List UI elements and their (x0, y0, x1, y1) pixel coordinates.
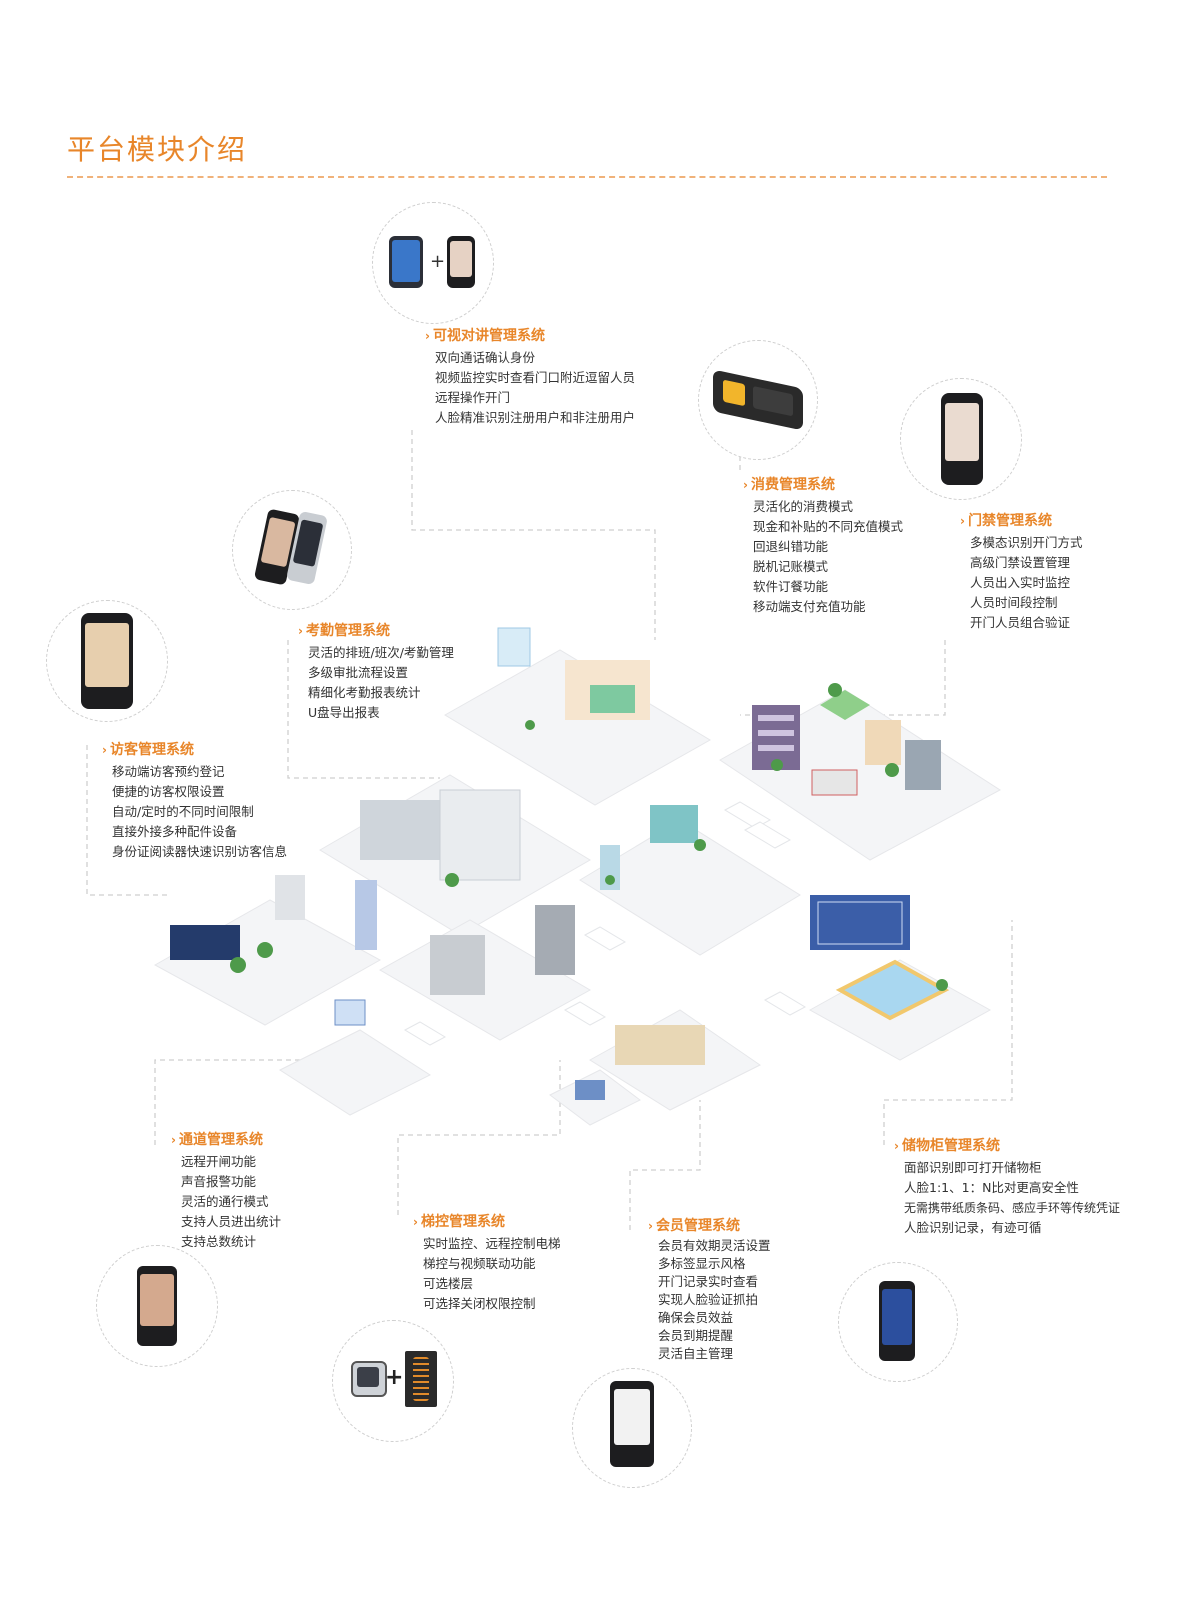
module-item: 支持总数统计 (181, 1234, 257, 1249)
module-elevator: ›梯控管理系统 实时监控、远程控制电梯 梯控与视频联动功能 可选楼层 可选择关闭… (413, 1212, 561, 1314)
module-visitor: ›访客管理系统 移动端访客预约登记 便捷的访客权限设置 自动/定时的不同时间限制… (102, 740, 287, 862)
module-item: 多级审批流程设置 (308, 665, 409, 680)
module-title: 可视对讲管理系统 (432, 328, 545, 344)
module-item: 现金和补贴的不同充值模式 (753, 519, 904, 534)
module-locker: ›储物柜管理系统 面部识别即可打开储物柜 人脸1:1、1：N比对更高安全性 无需… (894, 1136, 1120, 1238)
module-item: 无需携带纸质条码、感应手环等传统凭证 (904, 1201, 1121, 1215)
module-item: 确保会员效益 (658, 1310, 734, 1325)
title-divider (67, 176, 1107, 178)
payment-terminal-icon (713, 369, 803, 431)
channel-face-terminal-icon (137, 1266, 177, 1346)
locker-face-terminal-icon (879, 1281, 915, 1361)
module-item: 人员时间段控制 (970, 595, 1058, 610)
chevron-right-icon: › (743, 478, 748, 492)
module-item: 会员有效期灵活设置 (658, 1238, 771, 1253)
module-title: 考勤管理系统 (305, 623, 390, 639)
intercom-indoor-monitor-icon (389, 236, 423, 288)
module-item: 开门记录实时查看 (658, 1274, 759, 1289)
visitor-face-terminal-icon (81, 613, 133, 709)
module-item: 直接外接多种配件设备 (112, 824, 238, 839)
chevron-right-icon: › (102, 743, 107, 757)
module-item: 高级门禁设置管理 (970, 555, 1071, 570)
module-item: 多模态识别开门方式 (970, 535, 1083, 550)
module-item: 人脸识别记录，有迹可循 (904, 1220, 1042, 1235)
module-item: 实现人脸验证抓拍 (658, 1292, 759, 1307)
module-member: ›会员管理系统 会员有效期灵活设置 多标签显示风格 开门记录实时查看 实现人脸验… (648, 1217, 771, 1363)
module-item: 开门人员组合验证 (970, 615, 1071, 630)
module-item: 便捷的访客权限设置 (112, 784, 225, 799)
module-item: 回退纠错功能 (753, 539, 829, 554)
plus-icon: + (430, 251, 446, 272)
module-title: 梯控管理系统 (420, 1214, 505, 1230)
chevron-right-icon: › (894, 1139, 899, 1153)
door-face-terminal-icon (941, 393, 983, 485)
module-item: 可选楼层 (423, 1276, 474, 1291)
module-title: 访客管理系统 (109, 742, 194, 758)
member-device-circle (572, 1368, 692, 1488)
module-item: 灵活化的消费模式 (753, 499, 854, 514)
module-item: 移动端访客预约登记 (112, 764, 225, 779)
member-face-terminal-icon (610, 1381, 654, 1467)
plus-icon: + (385, 1365, 404, 1390)
elevator-camera-icon (351, 1361, 387, 1397)
module-title: 消费管理系统 (750, 477, 835, 493)
module-item: 灵活自主管理 (658, 1346, 734, 1361)
module-title: 通道管理系统 (178, 1132, 263, 1148)
module-item: 双向通话确认身份 (435, 350, 536, 365)
module-access-control: ›门禁管理系统 多模态识别开门方式 高级门禁设置管理 人员出入实时监控 人员时间… (960, 511, 1083, 633)
chevron-right-icon: › (425, 329, 430, 343)
elevator-device-circle: + (332, 1320, 454, 1442)
module-channel: ›通道管理系统 远程开闸功能 声音报警功能 灵活的通行模式 支持人员进出统计 支… (171, 1130, 281, 1252)
module-item: 实时监控、远程控制电梯 (423, 1236, 561, 1251)
module-video-intercom: ›可视对讲管理系统 双向通话确认身份 视频监控实时查看门口附近逗留人员 远程操作… (425, 326, 635, 428)
module-consumption: ›消费管理系统 灵活化的消费模式 现金和补贴的不同充值模式 回退纠错功能 脱机记… (743, 475, 903, 617)
attendance-device-circle (232, 490, 352, 610)
module-item: 精细化考勤报表统计 (308, 685, 421, 700)
module-item: U盘导出报表 (308, 705, 380, 720)
chevron-right-icon: › (413, 1215, 418, 1229)
module-item: 移动端支付充值功能 (753, 599, 866, 614)
module-item: 视频监控实时查看门口附近逗留人员 (435, 370, 636, 385)
module-item: 自动/定时的不同时间限制 (112, 804, 254, 819)
elevator-controller-icon (405, 1351, 437, 1407)
module-item: 人脸精准识别注册用户和非注册用户 (435, 410, 636, 425)
chevron-right-icon: › (298, 624, 303, 638)
module-item: 支持人员进出统计 (181, 1214, 282, 1229)
page-title: 平台模块介绍 (67, 133, 248, 166)
locker-device-circle (838, 1262, 958, 1382)
module-title: 储物柜管理系统 (901, 1138, 1000, 1154)
consumption-device-circle (698, 340, 818, 460)
module-item: 灵活的排班/班次/考勤管理 (308, 645, 454, 660)
module-title: 会员管理系统 (655, 1218, 740, 1234)
module-item: 梯控与视频联动功能 (423, 1256, 536, 1271)
chevron-right-icon: › (960, 514, 965, 528)
access-device-circle (900, 378, 1022, 500)
module-item: 人脸1:1、1：N比对更高安全性 (904, 1180, 1079, 1195)
module-item: 软件订餐功能 (753, 579, 829, 594)
module-item: 灵活的通行模式 (181, 1194, 269, 1209)
module-item: 身份证阅读器快速识别访客信息 (112, 844, 288, 859)
module-title: 门禁管理系统 (967, 513, 1052, 529)
chevron-right-icon: › (171, 1133, 176, 1147)
module-item: 可选择关闭权限控制 (423, 1296, 536, 1311)
visitor-device-circle (46, 600, 168, 722)
module-item: 脱机记账模式 (753, 559, 829, 574)
module-item: 远程开闸功能 (181, 1154, 257, 1169)
module-item: 人员出入实时监控 (970, 575, 1071, 590)
module-item: 面部识别即可打开储物柜 (904, 1160, 1042, 1175)
chevron-right-icon: › (648, 1219, 653, 1233)
module-item: 声音报警功能 (181, 1174, 257, 1189)
module-item: 会员到期提醒 (658, 1328, 734, 1343)
module-item: 多标签显示风格 (658, 1256, 746, 1271)
module-item: 远程操作开门 (435, 390, 511, 405)
intercom-device-circle: + (372, 202, 494, 324)
module-attendance: ›考勤管理系统 灵活的排班/班次/考勤管理 多级审批流程设置 精细化考勤报表统计… (298, 621, 454, 723)
channel-device-circle (96, 1245, 218, 1367)
face-terminal-icon (447, 236, 475, 288)
